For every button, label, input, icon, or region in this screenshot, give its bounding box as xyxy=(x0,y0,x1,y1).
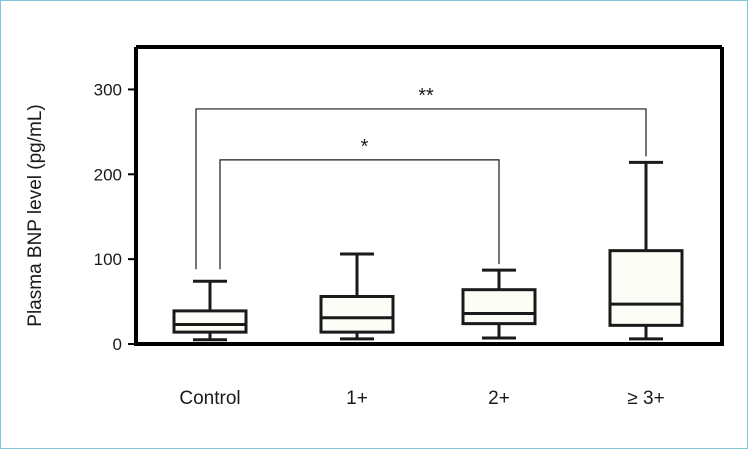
box-iqr xyxy=(319,294,395,334)
box-3 xyxy=(608,160,684,341)
y-tick-label: 100 xyxy=(94,250,122,269)
box-1 xyxy=(319,252,395,341)
box-iqr xyxy=(608,249,684,327)
significance-bracket xyxy=(195,108,647,270)
significance-bracket xyxy=(219,159,500,270)
y-tick-label: 300 xyxy=(94,80,122,99)
significance-label: ** xyxy=(418,85,434,107)
x-category-label: Control xyxy=(179,388,240,409)
y-tick-label: 200 xyxy=(94,165,122,184)
box-0 xyxy=(172,279,248,342)
x-category-label: 2+ xyxy=(488,388,510,409)
significance-label: * xyxy=(361,136,369,158)
y-tick-label: 0 xyxy=(113,335,122,354)
box-iqr xyxy=(461,288,537,326)
box-iqr xyxy=(172,309,248,334)
x-category-label: 1+ xyxy=(346,388,368,409)
box-2 xyxy=(461,268,537,340)
x-category-label: ≥ 3+ xyxy=(627,388,664,409)
y-axis-title: Plasma BNP level (pg/mL) xyxy=(25,104,46,326)
